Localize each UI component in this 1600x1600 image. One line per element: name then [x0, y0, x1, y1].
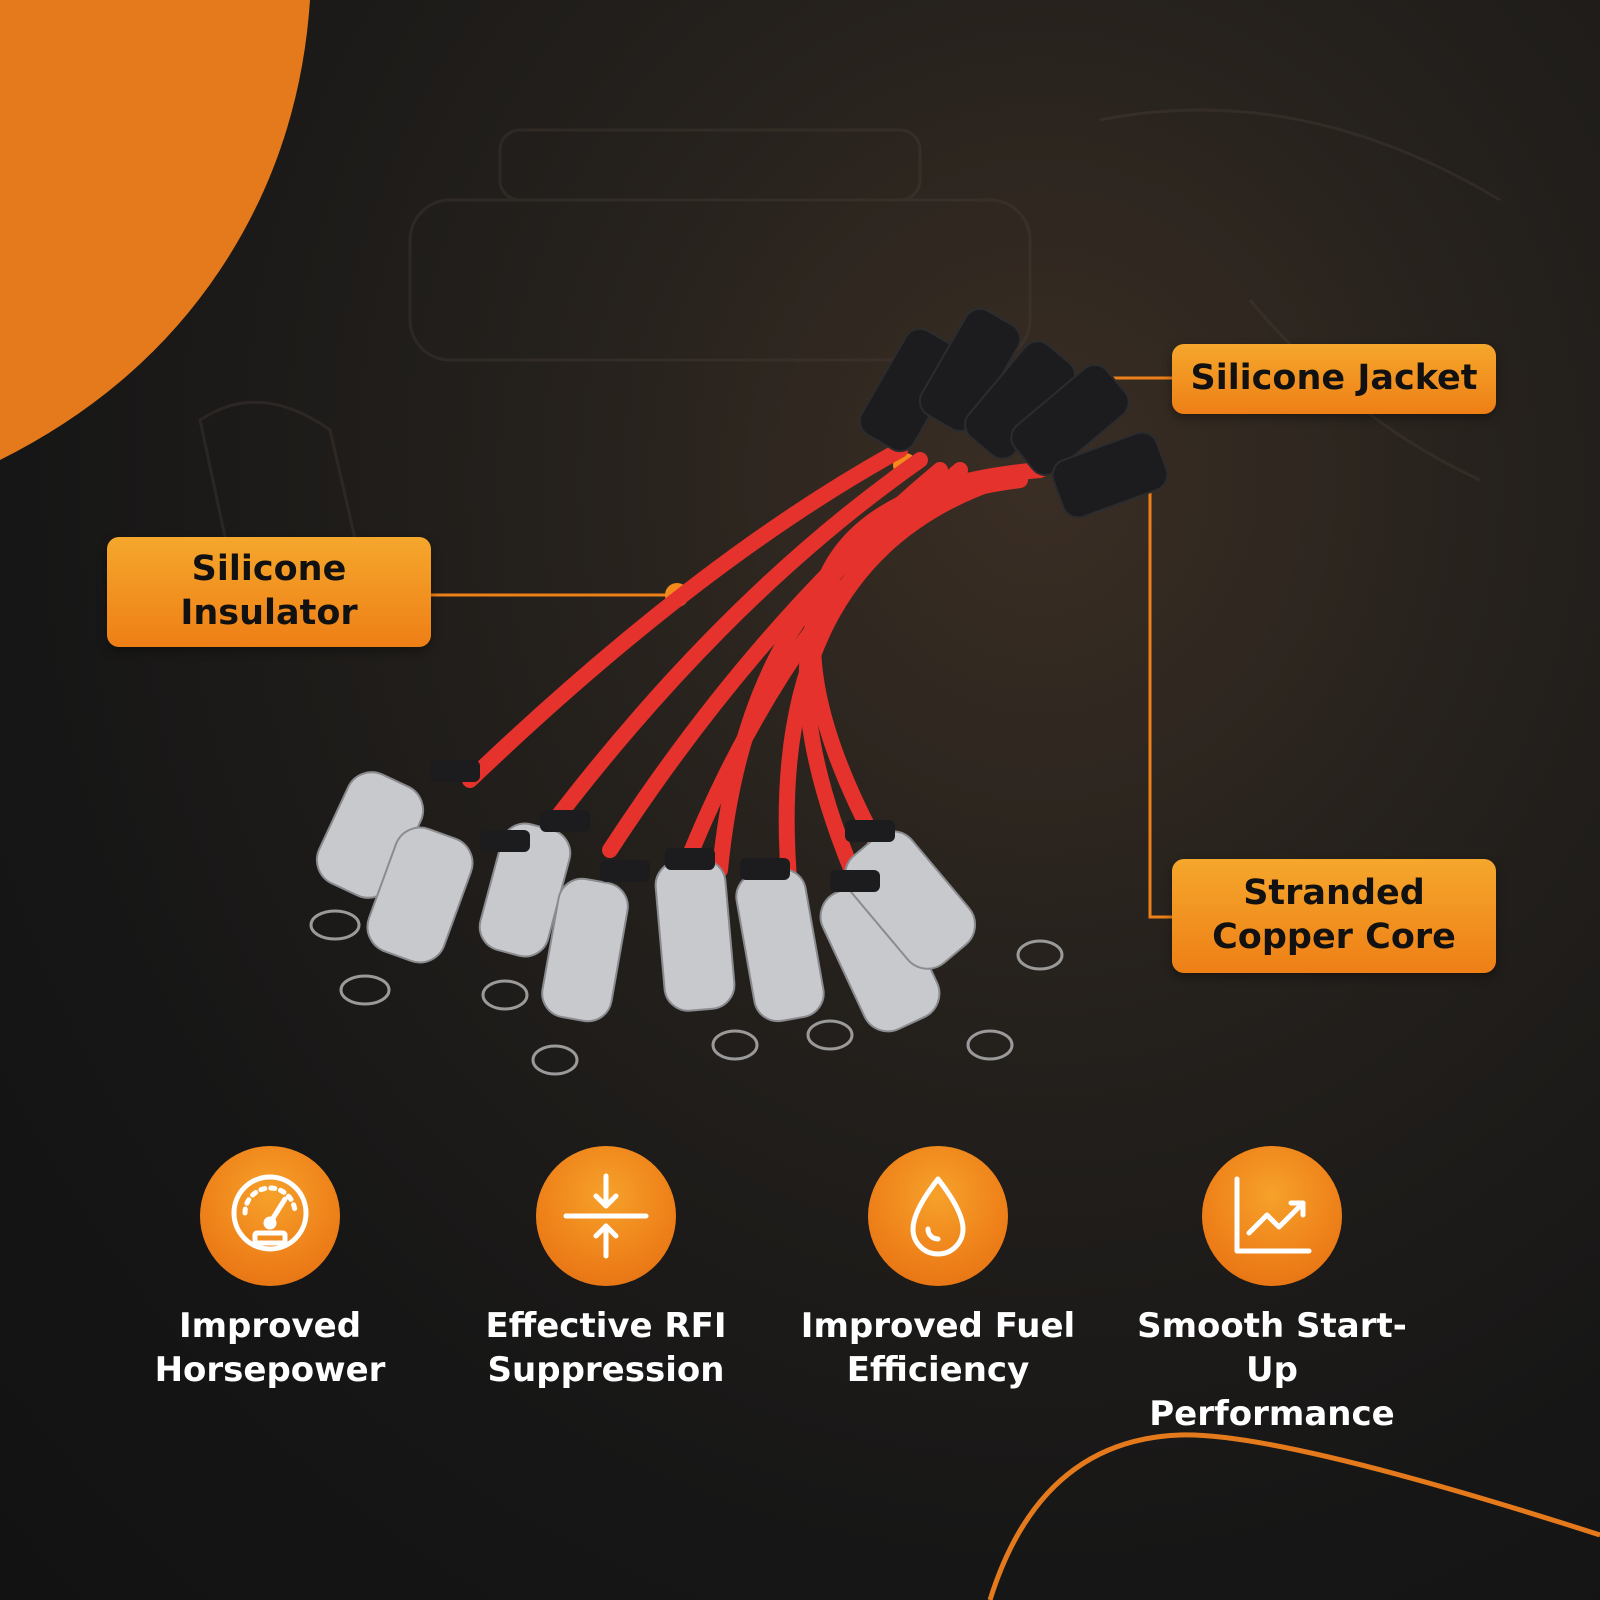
feature-icon-badge: [1202, 1146, 1342, 1286]
silicone-insulator-label-line1: Silicone: [191, 549, 347, 590]
feature-label-line1: Effective RFI: [485, 1306, 727, 1346]
copper-core-label-line1: Stranded: [1243, 873, 1425, 914]
silicone-insulator-label-line2: Insulator: [180, 593, 358, 633]
feature-start-up-performance: Smooth Start-Up Performance: [1122, 1146, 1422, 1437]
feature-label-line2: Horsepower: [154, 1350, 386, 1391]
feature-label-line2: Performance: [1149, 1394, 1395, 1435]
copper-leader-line: [1148, 477, 1172, 919]
feature-icon-badge: [200, 1146, 340, 1286]
feature-icon-badge: [868, 1146, 1008, 1286]
feature-rfi-suppression: Effective RFI Suppression: [456, 1146, 756, 1392]
feature-label-line1: Improved Fuel: [800, 1306, 1076, 1346]
feature-fuel-efficiency: Improved Fuel Efficiency: [788, 1146, 1088, 1392]
rising-chart-icon: [1234, 1176, 1312, 1254]
copper-core-label-line2: Copper Core: [1212, 917, 1456, 957]
feature-label-line1: Smooth Start-Up: [1137, 1306, 1407, 1391]
spark-plug-wire-set: [309, 307, 1169, 1076]
fuel-drop-icon: [910, 1176, 966, 1257]
feature-label-line2: Efficiency: [846, 1350, 1030, 1391]
orange-corner-blob: [0, 0, 310, 460]
feature-icon-badge: [536, 1146, 676, 1286]
speedometer-icon: [231, 1174, 309, 1252]
feature-horsepower: Improved Horsepower: [120, 1146, 420, 1392]
orange-curve-line: [987, 1432, 1600, 1600]
silicone-insulator-callout: Silicone Insulator: [107, 537, 431, 647]
silicone-jacket-callout: Silicone Jacket: [1172, 344, 1496, 414]
stranded-copper-core-callout: Stranded Copper Core: [1172, 859, 1496, 973]
feature-label-line2: Suppression: [487, 1350, 725, 1391]
silicone-jacket-label: Silicone Jacket: [1190, 358, 1478, 399]
feature-label-line1: Improved: [178, 1306, 362, 1346]
compress-arrows-icon: [563, 1173, 649, 1259]
